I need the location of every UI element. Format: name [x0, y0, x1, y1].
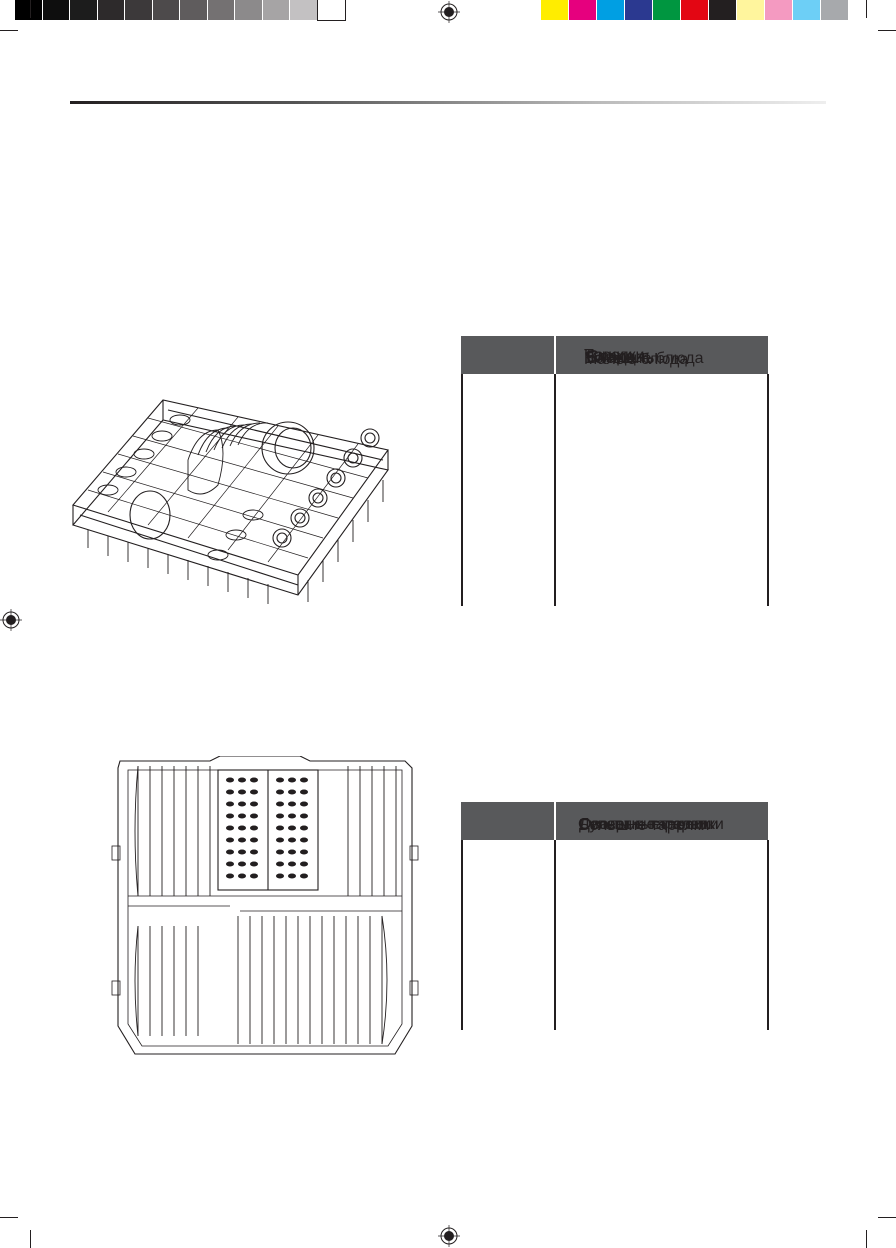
- color-swatch: [42, 0, 70, 20]
- crop-mark: [30, 1230, 31, 1248]
- lower-basket-table: Десертные тарелки Большие тарелки Суповы…: [461, 802, 771, 1030]
- table-row: Большие блюда: [461, 336, 768, 378]
- crop-mark: [878, 30, 896, 31]
- table-border-left: [461, 374, 463, 606]
- table-header: [461, 336, 768, 374]
- color-swatch: [681, 0, 709, 20]
- upper-basket-illustration: [72, 399, 389, 604]
- color-swatch: [625, 0, 653, 20]
- row-label: Десертные тарелки: [579, 816, 724, 833]
- color-swatch: [709, 0, 737, 20]
- header-divider: [554, 336, 556, 374]
- crop-mark: [866, 0, 867, 18]
- color-swatch: [765, 0, 793, 20]
- color-swatch: [821, 0, 849, 20]
- color-swatch: [793, 0, 821, 20]
- color-swatch: [541, 0, 569, 20]
- header-rule: [70, 101, 826, 104]
- table-column-divider: [554, 840, 556, 1030]
- color-swatch: [15, 0, 43, 20]
- crop-mark: [30, 0, 31, 18]
- color-swatch: [737, 0, 765, 20]
- registration-mark-left: [0, 609, 22, 631]
- color-swatch: [207, 0, 235, 20]
- row-label: Блюдца: [586, 349, 645, 366]
- table-border-left: [461, 840, 463, 1030]
- crop-mark: [878, 1217, 896, 1218]
- color-swatch: [316, 0, 346, 21]
- header-divider: [554, 802, 556, 840]
- color-swatch: [290, 0, 318, 20]
- row-label: Большие тарелки: [579, 817, 710, 834]
- upper-basket-table: Чашки Блюдца Стаканы Тарелки Малые блюда…: [461, 336, 769, 606]
- color-swatch: [569, 0, 597, 20]
- color-calibration-bar: [541, 0, 849, 20]
- color-swatch: [152, 0, 180, 20]
- color-swatch: [262, 0, 290, 20]
- color-swatch: [653, 0, 681, 20]
- crop-mark: [866, 1230, 867, 1248]
- table-border-right: [767, 374, 769, 606]
- registration-mark-bottom: [438, 1225, 460, 1247]
- registration-mark-top: [438, 1, 460, 23]
- row-label: Малые блюда: [584, 351, 689, 368]
- row-label: Стаканы: [586, 347, 659, 367]
- crop-mark: [0, 1217, 18, 1218]
- color-swatch: [235, 0, 263, 20]
- table-column-divider: [554, 374, 556, 606]
- table-header: [461, 802, 768, 840]
- row-label: Чашки: [584, 347, 633, 364]
- color-swatch: [70, 0, 98, 20]
- color-swatch: [180, 0, 208, 20]
- crop-mark: [0, 30, 18, 31]
- color-swatch: [97, 0, 125, 20]
- grayscale-calibration-bar: [15, 0, 346, 21]
- row-label: Овальные тарелки: [579, 816, 719, 833]
- color-swatch: [597, 0, 625, 20]
- table-border-right: [767, 840, 769, 1030]
- lower-basket-illustration: [111, 756, 419, 1055]
- color-swatch: [125, 0, 153, 20]
- row-label: Большие блюда: [584, 350, 704, 367]
- row-label: Суповые тарелки: [578, 816, 708, 833]
- row-label: Тарелки: [584, 347, 645, 364]
